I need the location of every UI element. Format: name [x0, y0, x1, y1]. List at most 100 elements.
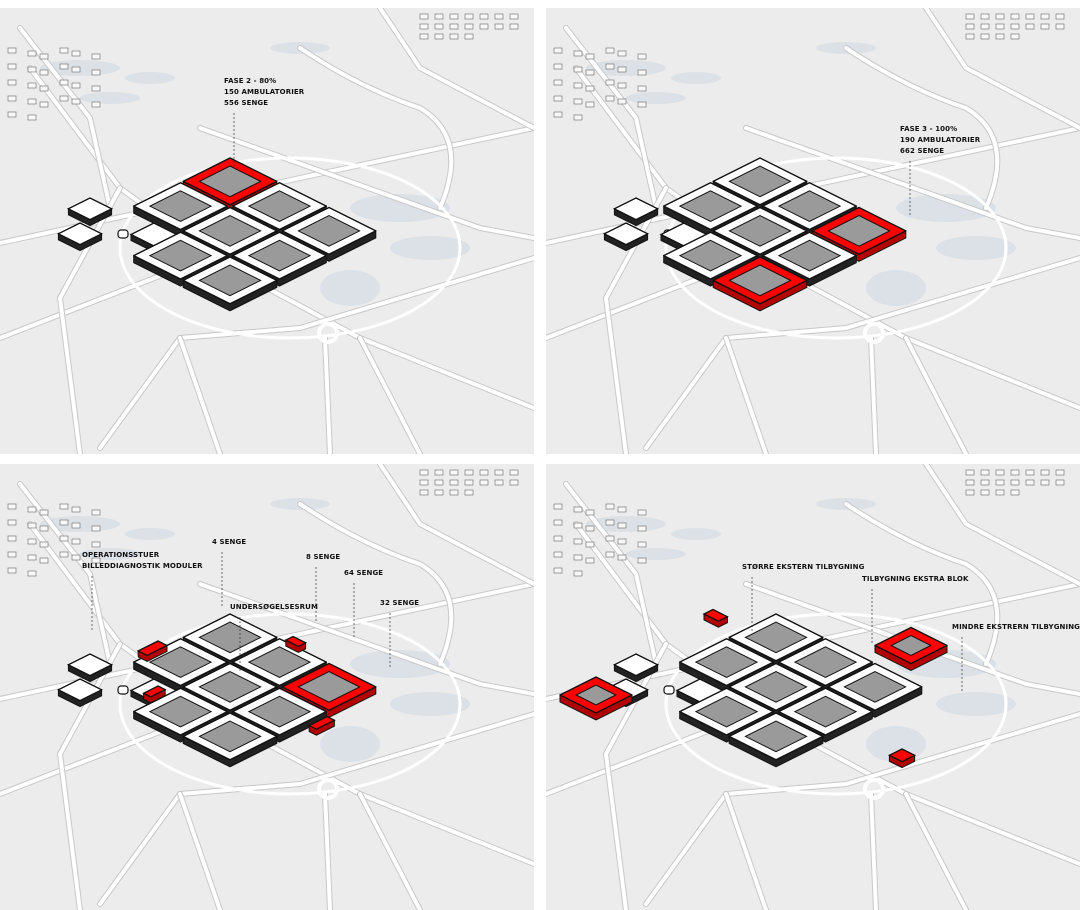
house: [91, 101, 101, 108]
house: [617, 506, 627, 513]
small-external-extension: [887, 748, 917, 769]
water-area: [125, 528, 175, 540]
house: [637, 557, 647, 564]
house: [39, 509, 49, 516]
road: [724, 792, 768, 910]
house: [71, 82, 81, 89]
house: [585, 525, 595, 532]
house: [995, 23, 1005, 30]
house: [464, 489, 474, 496]
road: [323, 336, 332, 454]
house: [464, 33, 474, 40]
house: [573, 82, 583, 89]
house: [479, 479, 489, 486]
block-roof: [66, 197, 114, 221]
road: [0, 266, 182, 340]
courtyard: [744, 621, 808, 654]
site-map: [546, 8, 1080, 454]
house: [573, 114, 583, 121]
house: [464, 23, 474, 30]
site-map: [546, 464, 1080, 910]
house: [71, 50, 81, 57]
house: [637, 101, 647, 108]
house: [59, 519, 69, 526]
courtyard: [678, 239, 743, 272]
house: [91, 541, 101, 548]
house: [585, 101, 595, 108]
house: [27, 554, 37, 561]
house: [585, 509, 595, 516]
block-roof: [602, 222, 650, 246]
water-area: [390, 692, 470, 716]
road-edge: [643, 255, 1080, 451]
label-line: 662 SENGE: [900, 147, 945, 155]
label-operating-rooms: OPERATIONSSTUER BILLEDDIAGNOSTIK MODULER: [82, 550, 203, 572]
house: [617, 554, 627, 561]
courtyard-block: [281, 206, 377, 262]
road: [603, 642, 668, 910]
house: [1040, 13, 1050, 20]
west-extension: [702, 608, 729, 628]
courtyard: [297, 671, 361, 703]
house: [1040, 479, 1050, 486]
courtyard: [890, 635, 932, 656]
water-area: [80, 92, 140, 104]
courtyard: [694, 695, 759, 728]
road: [57, 186, 122, 454]
house: [573, 570, 583, 577]
outpatient-block: [56, 222, 104, 252]
water-area: [320, 270, 380, 306]
house: [995, 489, 1005, 496]
water-area: [125, 72, 175, 84]
house: [553, 79, 563, 86]
house: [605, 519, 615, 526]
outpatient-block: [602, 222, 650, 252]
courtyard: [297, 215, 361, 247]
road: [644, 712, 1080, 906]
roundabout: [317, 322, 339, 344]
house: [71, 522, 81, 529]
house: [494, 479, 504, 486]
block-roof: [702, 608, 729, 622]
house: [995, 479, 1005, 486]
house: [59, 47, 69, 54]
road: [546, 266, 728, 340]
courtyard: [198, 671, 262, 703]
house: [479, 469, 489, 476]
courtyard-block: [827, 662, 923, 718]
courtyard: [247, 239, 312, 272]
panel-phase-3: FASE 3 - 100% 190 AMBULATORIER 662 SENGE: [546, 8, 1080, 454]
house: [39, 557, 49, 564]
label-line: 556 SENGE: [224, 99, 269, 107]
road: [844, 46, 1000, 210]
house: [59, 535, 69, 542]
house: [71, 554, 81, 561]
road: [546, 722, 728, 796]
house: [585, 53, 595, 60]
house: [1055, 23, 1065, 30]
house: [419, 469, 429, 476]
road: [904, 792, 968, 910]
house: [585, 69, 595, 76]
house: [617, 82, 627, 89]
courtyard: [148, 190, 213, 223]
house: [419, 13, 429, 20]
courtyard: [694, 646, 759, 679]
road: [904, 336, 968, 454]
house: [434, 489, 444, 496]
house: [479, 23, 489, 30]
house: [1055, 469, 1065, 476]
house: [479, 13, 489, 20]
house: [617, 98, 627, 105]
courtyard-block: [777, 687, 873, 743]
road-edge: [97, 711, 534, 907]
road: [298, 46, 454, 210]
map-base: [546, 464, 1080, 910]
house: [91, 53, 101, 60]
house: [980, 23, 990, 30]
house: [573, 522, 583, 529]
courtyard: [575, 684, 617, 706]
house: [1010, 13, 1020, 20]
road: [869, 792, 878, 910]
label-phase-3: FASE 3 - 100% 190 AMBULATORIER 662 SENGE: [900, 124, 980, 157]
